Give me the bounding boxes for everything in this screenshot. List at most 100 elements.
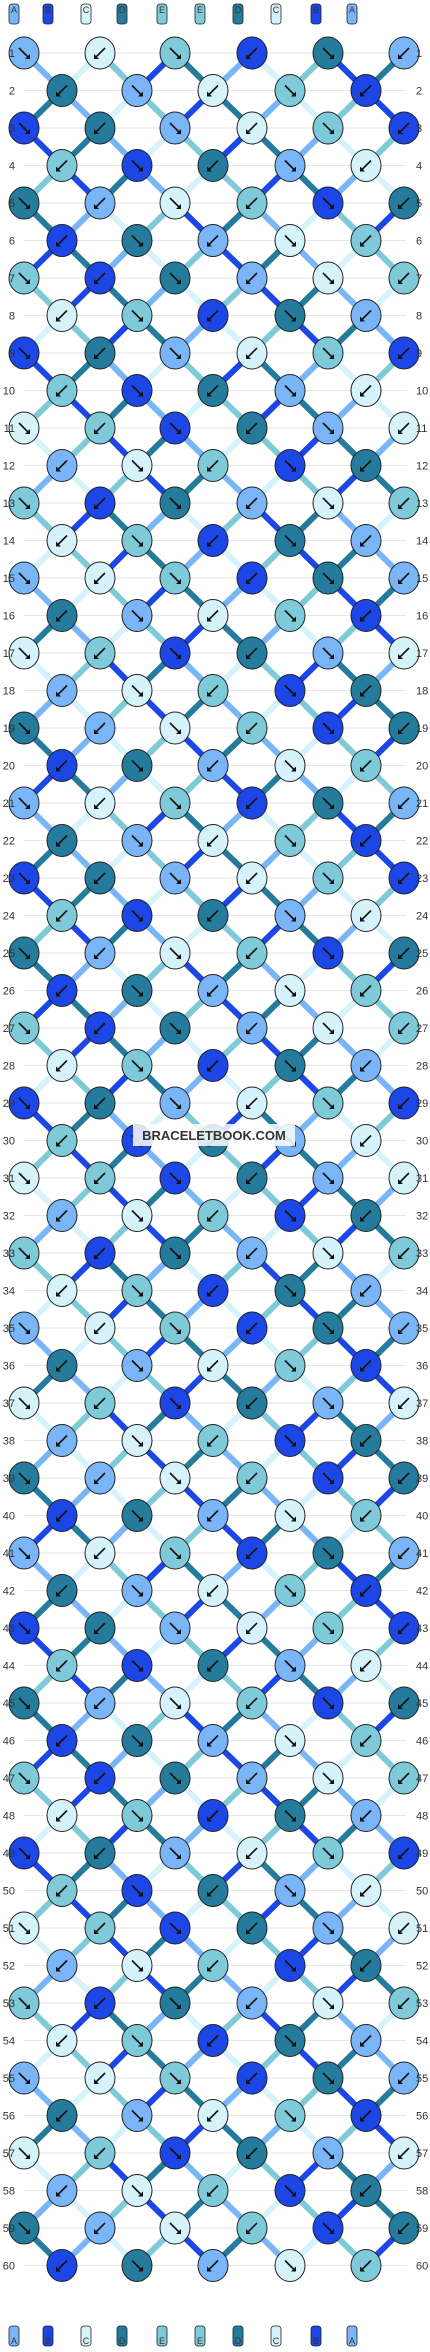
watermark-background <box>133 1124 295 1146</box>
forward-knot-icon <box>18 497 30 509</box>
row-number-right: 34 <box>416 1286 428 1298</box>
backward-knot-icon <box>398 1997 410 2009</box>
forward-knot-icon <box>284 2184 296 2197</box>
forward-knot-icon <box>322 797 334 809</box>
backward-knot-icon <box>207 1809 219 1822</box>
backward-knot-icon <box>207 609 219 622</box>
forward-knot-icon <box>131 309 143 322</box>
knot <box>121 1799 153 1832</box>
knot <box>236 36 268 70</box>
knot <box>388 1386 420 1420</box>
knot <box>350 374 382 407</box>
knot <box>312 1311 344 1345</box>
backward-knot-icon <box>246 872 258 884</box>
knot-grid <box>8 36 420 2282</box>
forward-knot-icon <box>18 722 30 734</box>
knot <box>236 1461 268 1495</box>
backward-knot-icon <box>246 1022 258 1034</box>
strand-end-top: A <box>346 3 358 25</box>
row-number-right: 22 <box>416 836 428 848</box>
knot <box>46 149 78 182</box>
knot <box>236 1386 268 1420</box>
strand-end-bottom: A <box>346 2325 358 2347</box>
knot <box>312 711 344 745</box>
knot <box>159 1011 191 1045</box>
row-number-left: 48 <box>3 1811 15 1823</box>
strand-letter-bottom: E <box>159 2336 165 2346</box>
knot <box>8 1011 40 1045</box>
knot <box>388 636 420 670</box>
knot <box>350 1949 382 1982</box>
forward-knot-icon <box>169 1772 181 1784</box>
row-number-right: 20 <box>416 761 428 773</box>
forward-knot-icon <box>284 1584 296 1597</box>
forward-knot-icon <box>284 834 296 847</box>
knot <box>312 1611 344 1645</box>
knot <box>197 374 229 407</box>
row-number-left: 52 <box>3 1961 15 1973</box>
backward-knot-icon <box>398 1472 410 1484</box>
knot <box>197 974 229 1007</box>
backward-knot-icon <box>360 2259 372 2272</box>
backward-knot-icon <box>398 197 410 209</box>
backward-knot-icon <box>360 1959 372 1972</box>
row-number-right: 33 <box>416 1248 428 1260</box>
row-number-left: 54 <box>3 2036 15 2048</box>
knot <box>159 261 191 295</box>
forward-knot-icon <box>131 1059 143 1072</box>
knot <box>121 1199 153 1232</box>
backward-knot-icon <box>398 122 410 134</box>
forward-knot-icon <box>131 534 143 547</box>
backward-knot-icon <box>360 1059 372 1072</box>
knot <box>236 2061 268 2095</box>
knot <box>312 1761 344 1795</box>
knot <box>236 411 268 445</box>
row-number-right: 45 <box>416 1698 428 1710</box>
forward-knot-icon <box>169 1172 181 1184</box>
knot <box>388 1836 420 1870</box>
knot <box>274 1199 306 1232</box>
knot <box>159 861 191 895</box>
knot <box>388 861 420 895</box>
knot <box>350 824 382 857</box>
forward-knot-icon <box>18 272 30 284</box>
backward-knot-icon <box>398 872 410 884</box>
forward-knot-icon <box>169 722 181 734</box>
knot <box>312 1836 344 1870</box>
knot <box>46 2099 78 2132</box>
knot <box>46 1199 78 1232</box>
backward-knot-icon <box>207 84 219 97</box>
knot <box>312 1686 344 1720</box>
forward-knot-icon <box>169 647 181 659</box>
row-number-right: 36 <box>416 1361 428 1373</box>
forward-knot-icon <box>284 234 296 247</box>
row-number-left: 19 <box>3 723 15 735</box>
knot <box>312 861 344 895</box>
forward-knot-icon <box>131 1209 143 1222</box>
knot <box>350 1049 382 1082</box>
knot <box>8 186 40 220</box>
forward-knot-icon <box>131 1584 143 1597</box>
row-number-right: 57 <box>416 2148 428 2160</box>
backward-knot-icon <box>360 1734 372 1747</box>
backward-knot-icon <box>398 422 410 434</box>
knot <box>46 1424 78 1457</box>
row-number-right: 40 <box>416 1511 428 1523</box>
row-number-right: 23 <box>416 873 428 885</box>
knot <box>236 111 268 145</box>
knot <box>8 261 40 295</box>
forward-knot-icon <box>322 347 334 359</box>
knot <box>236 1986 268 2020</box>
knot <box>159 1236 191 1270</box>
knot <box>46 299 78 332</box>
forward-knot-icon <box>284 534 296 547</box>
knot <box>46 2174 78 2207</box>
row-number-right: 53 <box>416 1998 428 2010</box>
knot <box>312 2136 344 2170</box>
knot <box>312 486 344 520</box>
strand-end-top: D <box>232 3 244 25</box>
row-number-left: 41 <box>3 1548 15 1560</box>
knot <box>274 974 306 1007</box>
knot <box>121 1424 153 1457</box>
knot <box>84 1086 116 1120</box>
